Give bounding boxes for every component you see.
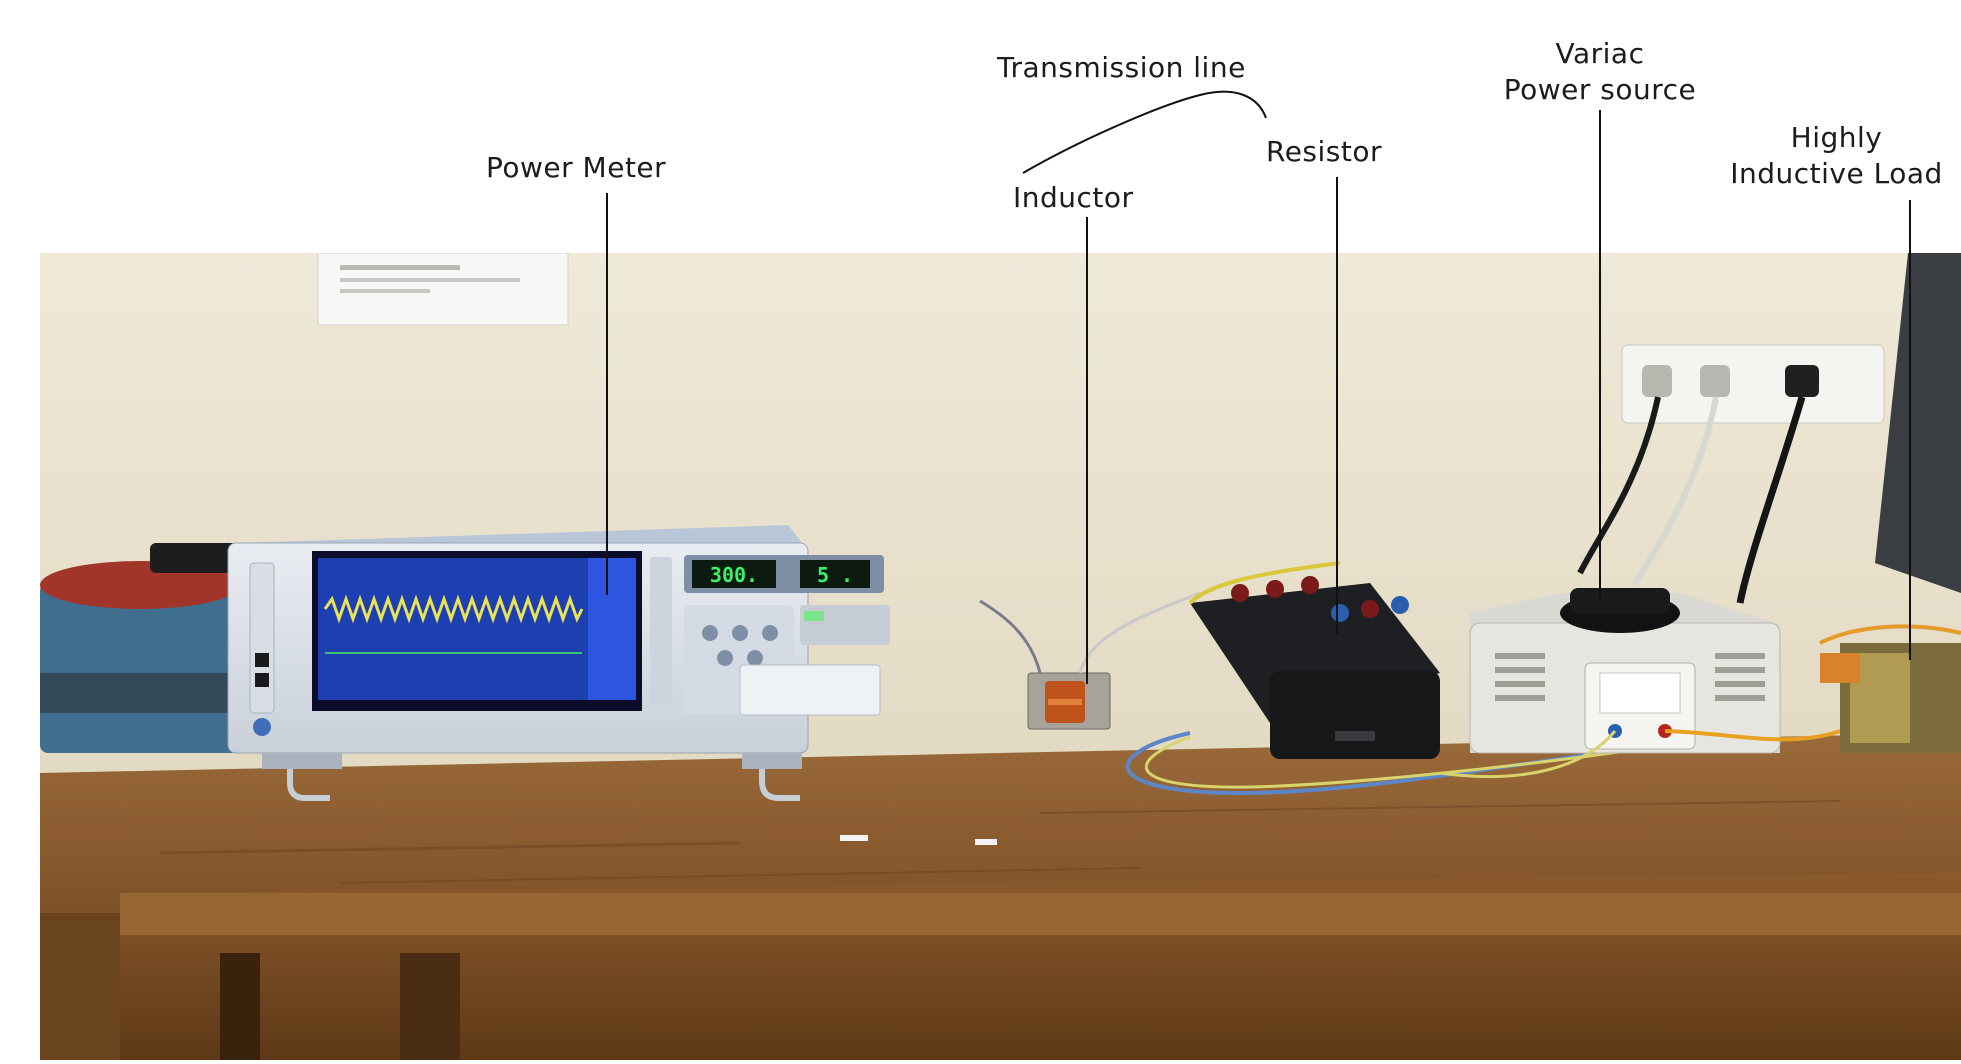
label-load-line2: Inductive Load: [1730, 157, 1943, 190]
resistor-device: [1188, 561, 1440, 759]
variac-device: [1439, 588, 1861, 779]
label-inductor: Inductor: [1013, 181, 1134, 214]
voltage-readout: 300.: [710, 563, 758, 587]
label-resistor: Resistor: [1266, 135, 1382, 168]
label-variac-line1: Variac: [1555, 37, 1645, 70]
table-leg: [40, 913, 120, 1060]
current-readout: 5 .: [817, 563, 853, 587]
label-power-meter: Power Meter: [486, 151, 667, 184]
leader-transmission-line: [1022, 90, 1267, 174]
label-inductive-load: Highly Inductive Load: [1712, 120, 1961, 192]
label-transmission-line: Transmission line: [997, 51, 1246, 84]
label-variac-line2: Power source: [1503, 73, 1697, 106]
wall-panel: [1875, 253, 1961, 593]
label-variac: Variac Power source: [1470, 36, 1730, 108]
wall-socket: [1621, 344, 1885, 424]
inductive-load-device: [1819, 624, 1961, 753]
power-meter-device: 300. 5 .: [227, 525, 890, 801]
label-load-line1: Highly: [1790, 121, 1883, 154]
inductor-device: [979, 591, 1201, 730]
lab-setup-photo: 300. 5 .: [40, 253, 1961, 1060]
